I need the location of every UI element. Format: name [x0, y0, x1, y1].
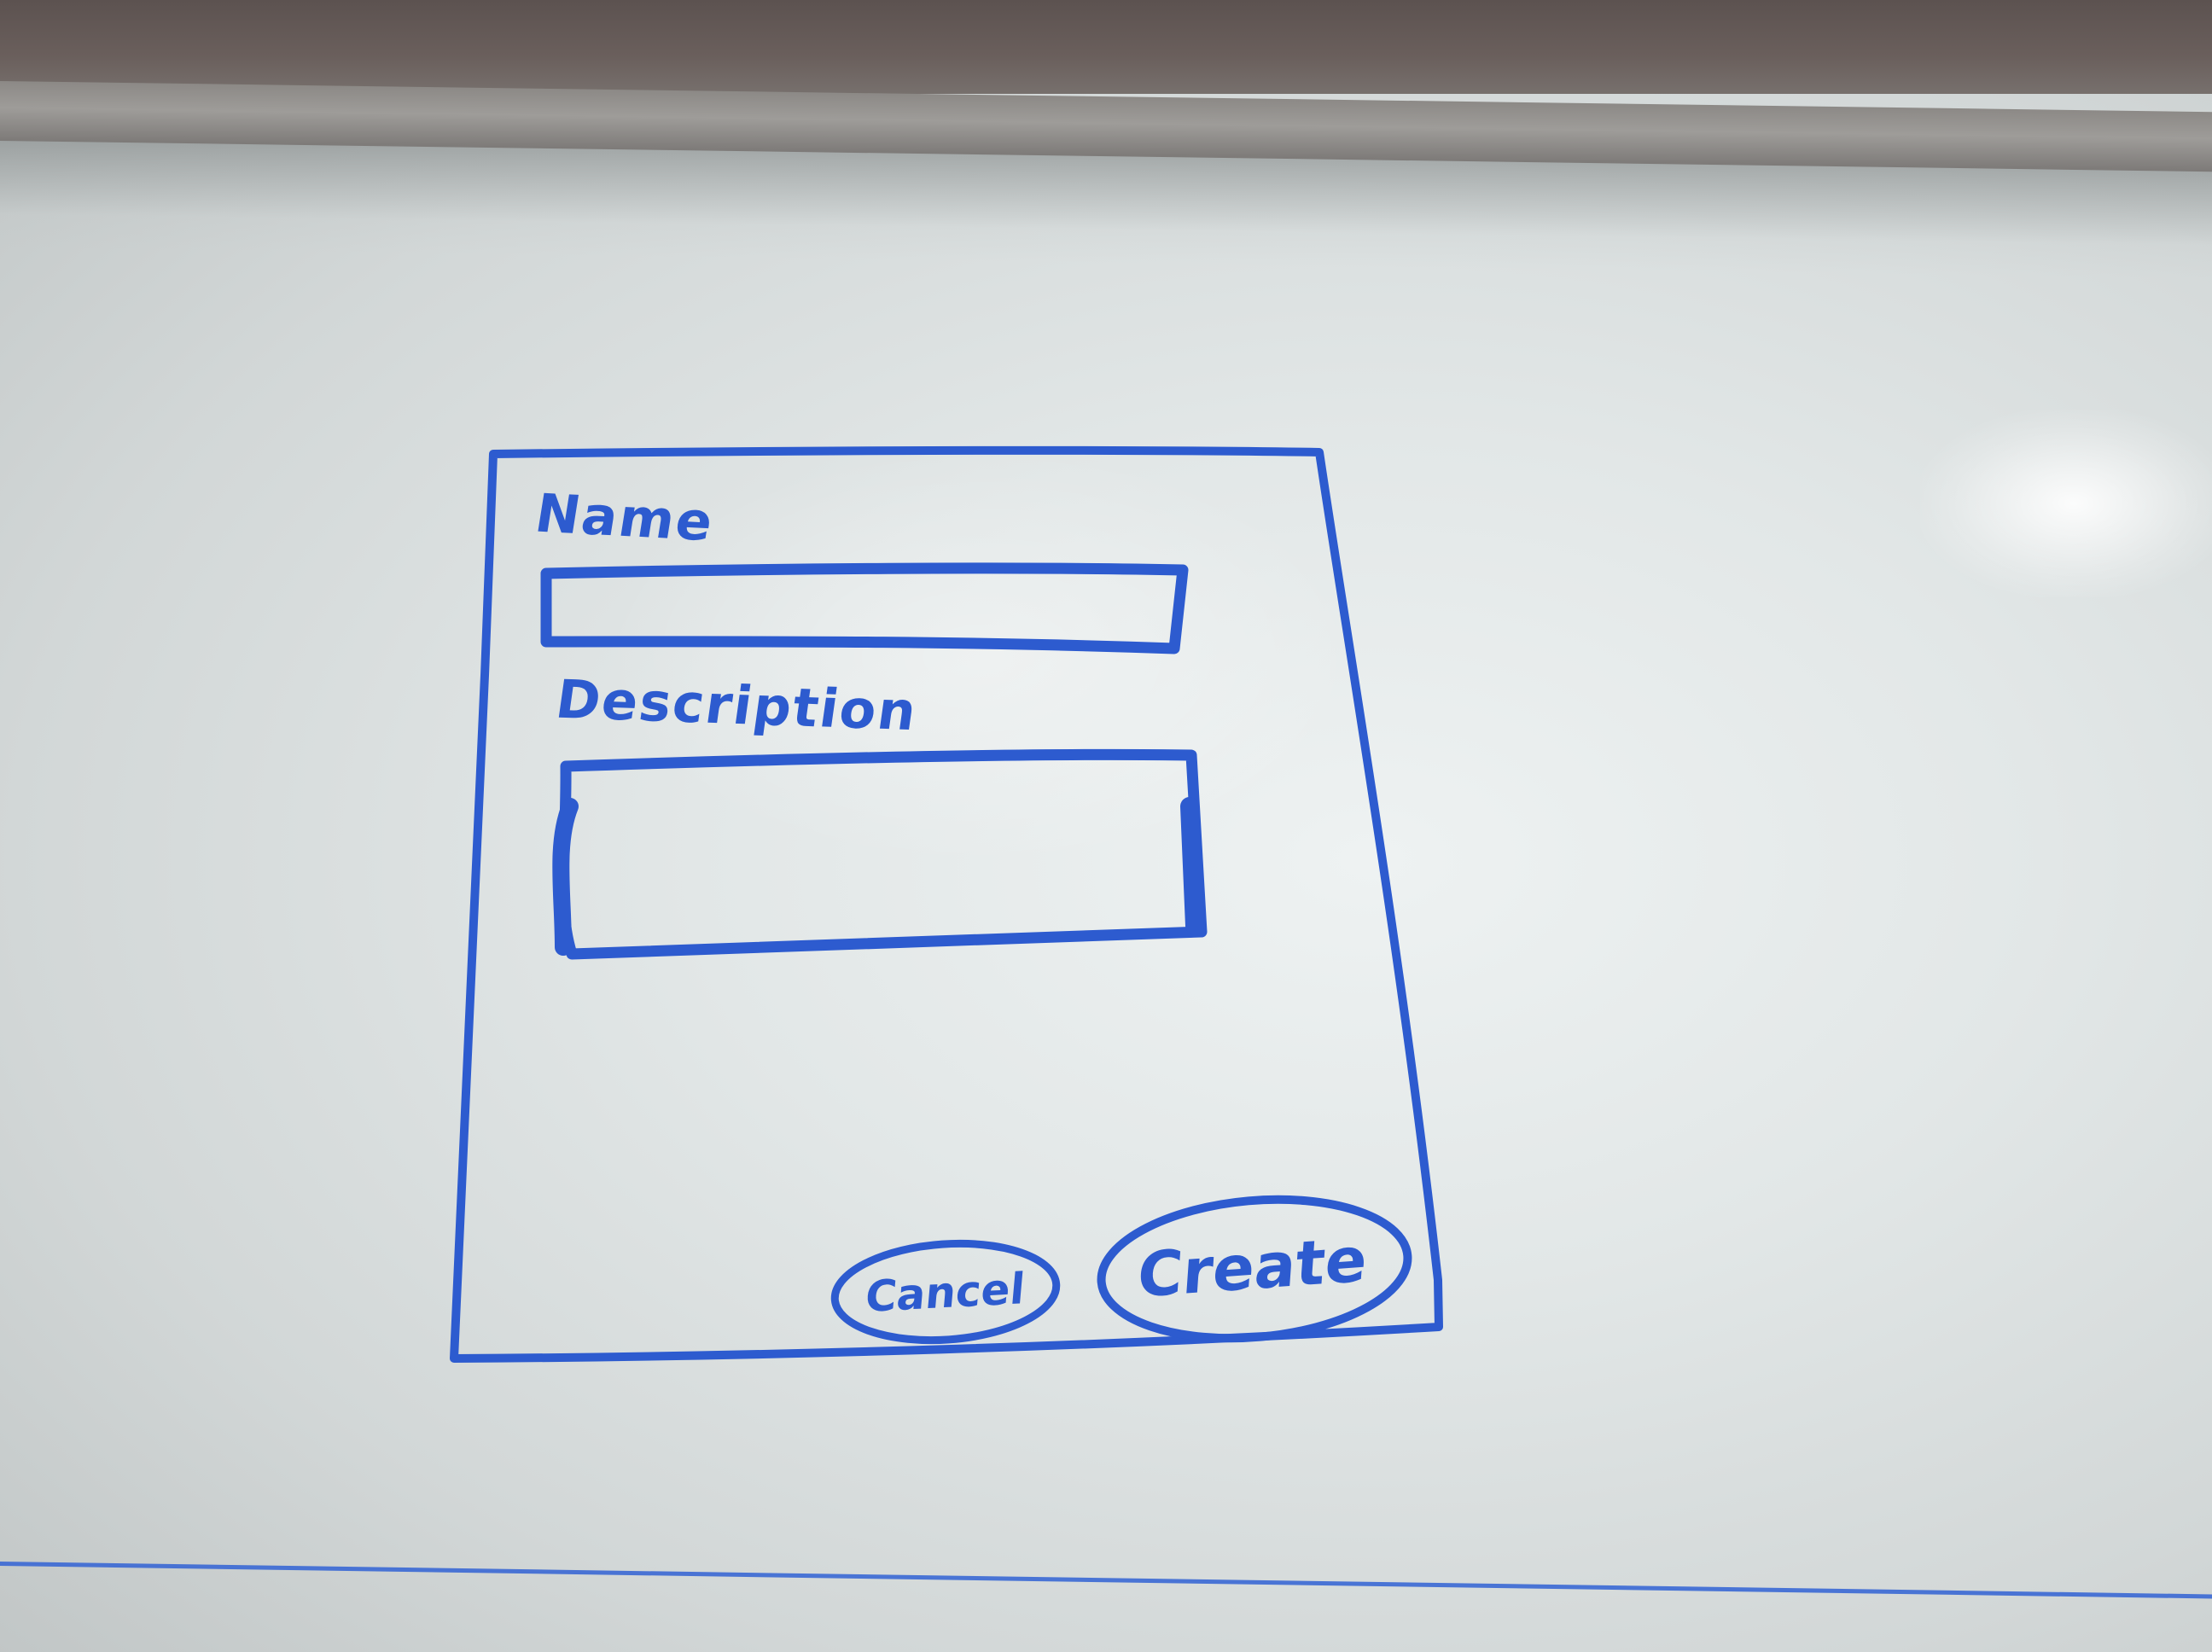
dialog-frame: [450, 445, 1443, 1363]
light-glare: [1920, 410, 2212, 597]
cancel-button[interactable]: Cancel: [837, 1242, 1054, 1342]
wall-background: [0, 0, 2212, 94]
name-label: Name: [531, 481, 719, 554]
cancel-button-outline: [830, 1239, 1061, 1345]
create-button-outline: [1097, 1195, 1412, 1343]
description-scrollbar-right: [1180, 797, 1204, 935]
description-input[interactable]: [576, 772, 1177, 942]
description-scrollbar-left: [552, 798, 579, 956]
create-button[interactable]: Create: [1105, 1193, 1400, 1341]
description-label: Description: [552, 667, 922, 743]
name-input[interactable]: [555, 580, 1173, 642]
